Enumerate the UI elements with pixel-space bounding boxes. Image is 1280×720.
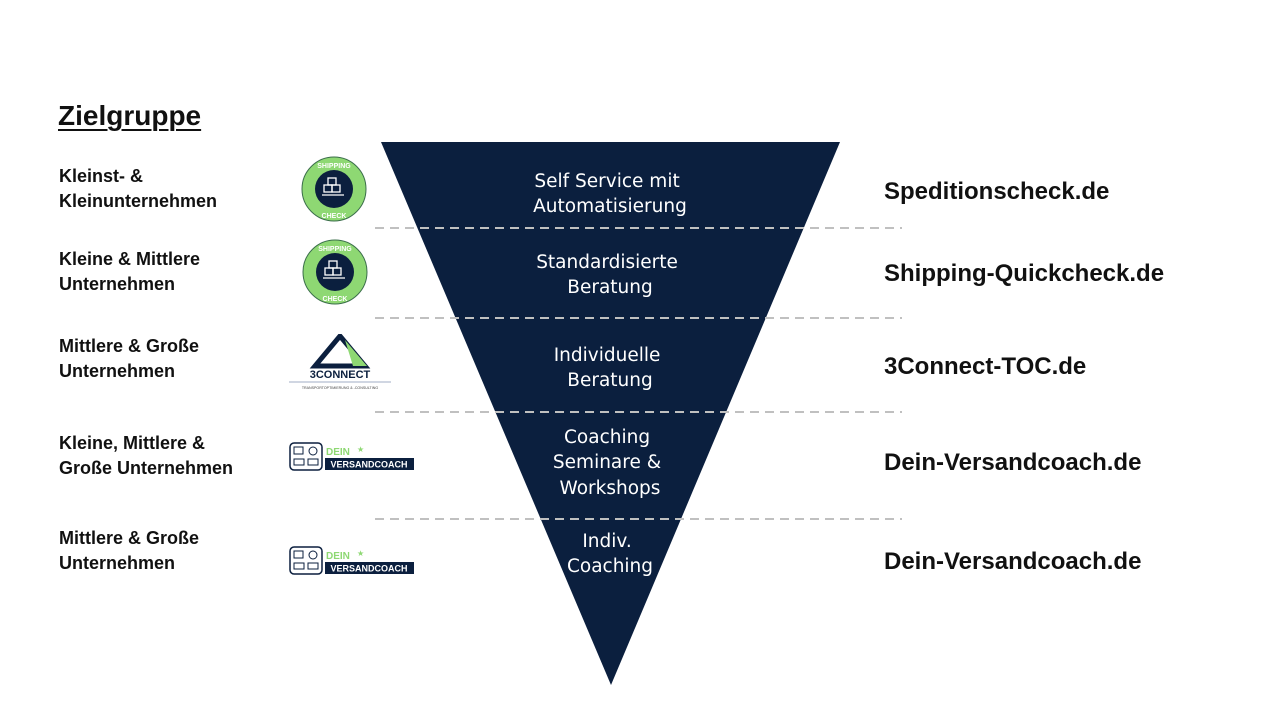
target-group-line: Kleine & Mittlere [59,249,201,269]
target-group-line: Kleinunternehmen [59,191,218,211]
target-group-2: Kleine & Mittlere Unternehmen [59,247,289,297]
svg-text:★: ★ [357,549,364,558]
logo-text: CHECK [322,213,347,220]
logo-text: DEIN [326,551,350,562]
domain-link-versandcoach: Dein-Versandcoach.de [884,449,1142,476]
target-group-1: Kleinst- & Kleinunternehmen [59,164,289,214]
target-group-line: Große Unternehmen [59,458,234,478]
target-group-line: Mittlere & Große [59,528,200,548]
domain-link-shipping-quickcheck: Shipping-Quickcheck.de [884,260,1165,287]
logo-text: VERSANDCOACH [330,564,407,574]
funnel-shape [381,142,840,685]
page-title: Zielgruppe [58,100,202,131]
shipping-quickcheck-logo: SHIPPING CHECK [301,156,367,222]
boxes-icon [322,177,344,196]
3connect-logo: 3CONNECT TRANSPORTOPTIMIERUNG & -CONSULT… [289,334,391,390]
target-group-line: Unternehmen [59,274,176,294]
logo-text: TRANSPORTOPTIMIERUNG & -CONSULTING [302,386,378,390]
stage-label-3: Individuelle Beratung [554,345,667,391]
target-group-line: Unternehmen [59,553,176,573]
logo-text: SHIPPING [318,246,352,253]
target-group-line: Kleinst- & [59,166,144,186]
target-group-4: Kleine, Mittlere & Große Unternehmen [59,431,289,481]
domain-link-speditionscheck: Speditionscheck.de [884,178,1110,205]
stage-label-1: Self Service mit Automatisierung [533,171,687,217]
logo-text: 3CONNECT [310,369,371,381]
logo-text: DEIN [326,447,350,458]
stage-label-4: Coaching Seminare & Workshops [553,427,667,499]
target-group-3: Mittlere & Große Unternehmen [59,334,289,384]
logo-text: VERSANDCOACH [330,460,407,470]
boxes-icon [323,260,345,279]
target-group-line: Kleine, Mittlere & [59,433,206,453]
stage-label-5: Indiv. Coaching [567,531,653,577]
target-group-5: Mittlere & Große Unternehmen [59,526,289,576]
target-group-line: Unternehmen [59,361,176,381]
stage-label-2: Standardisierte Beratung [536,252,684,298]
logo-text: SHIPPING [317,163,351,170]
dein-versandcoach-logo: DEIN ★ VERSANDCOACH [289,546,414,575]
shipping-quickcheck-logo: SHIPPING CHECK [302,239,368,305]
dein-versandcoach-logo: DEIN ★ VERSANDCOACH [289,442,414,471]
svg-text:★: ★ [357,445,364,454]
target-group-line: Mittlere & Große [59,336,200,356]
vehicles-icon [293,446,319,466]
domain-link-versandcoach-2: Dein-Versandcoach.de [884,548,1142,575]
vehicles-icon [293,550,319,570]
domain-link-3connect: 3Connect-TOC.de [884,353,1087,380]
logo-text: CHECK [323,296,348,303]
